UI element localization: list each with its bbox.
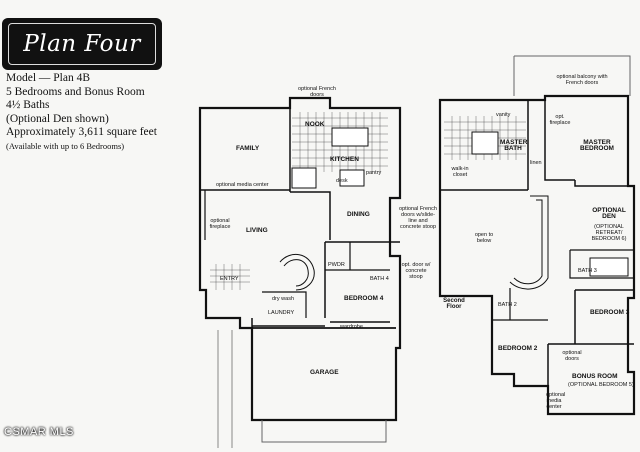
- bedrooms-line: 5 Bedrooms and Bonus Room: [6, 85, 145, 98]
- den-note: (OPTIONAL RETREAT/ BEDROOM 6): [591, 224, 627, 242]
- den-line: (Optional Den shown): [6, 112, 109, 125]
- room-dining: DINING: [347, 211, 370, 218]
- mls-watermark: CSMAR MLS: [4, 426, 74, 438]
- sqft-line: Approximately 3,611 square feet: [6, 126, 157, 138]
- note-opt-media-center: optional media center: [216, 182, 269, 188]
- room-pwdr: PWDR: [328, 262, 345, 268]
- note-opt-doors: optional doors: [562, 350, 582, 362]
- room-nook: NOOK: [305, 121, 325, 128]
- model-line: Model — Plan 4B: [6, 72, 91, 84]
- availability-line: (Available with up to 6 Bedrooms): [6, 140, 125, 151]
- plan-title-frame: Plan Four: [8, 23, 156, 65]
- room-master-bath: MASTER BATH: [500, 139, 528, 152]
- room-living: LIVING: [246, 227, 268, 234]
- room-family: FAMILY: [236, 145, 260, 152]
- room-optional-den: OPTIONAL DEN: [592, 207, 626, 220]
- linen-closet: linen: [530, 160, 542, 166]
- room-bedroom-2: BEDROOM 2: [498, 345, 538, 352]
- room-bath-4: BATH 4: [370, 276, 389, 282]
- note-opt-fireplace-2: opt. fireplace: [549, 114, 571, 126]
- note-opt-door-stoop: opt. door w/ concrete stoop: [401, 262, 431, 280]
- bedroom4-wardrobe: wardrobe: [340, 324, 363, 330]
- laundry-dry-wash: dry wash: [272, 296, 295, 302]
- note-opt-media: optional media center: [546, 392, 566, 410]
- plan-title-badge: Plan Four: [2, 18, 162, 70]
- room-master-bedroom: MASTER BEDROOM: [580, 139, 614, 152]
- room-garage: GARAGE: [310, 369, 339, 376]
- room-bath-3: BATH 3: [578, 268, 597, 274]
- note-opt-french-doors-stoop: optional French doors w/slide-line and c…: [399, 206, 437, 230]
- room-bedroom-4: BEDROOM 4: [344, 295, 384, 302]
- kitchen-island: [331, 127, 369, 147]
- walk-in-closet: walk-in closet: [451, 166, 469, 178]
- master-tub: [471, 131, 499, 155]
- note-opt-fireplace: optional fireplace: [209, 218, 231, 230]
- room-bath-2: BATH 2: [498, 302, 517, 308]
- baths-line: 4½ Baths: [6, 99, 50, 111]
- kitchen-pantry: pantry: [366, 170, 382, 176]
- kitchen-desk: desk: [336, 178, 348, 184]
- second-floor-outline: [438, 94, 636, 416]
- open-to-below: open to below: [474, 232, 494, 244]
- room-laundry: LAUNDRY: [268, 310, 295, 316]
- room-bedroom-3: BEDROOM 3: [590, 309, 630, 316]
- note-opt-french-doors: optional French doors: [298, 86, 336, 98]
- bonus-note: (OPTIONAL BEDROOM 5): [568, 382, 634, 388]
- room-kitchen: KITCHEN: [330, 156, 359, 163]
- room-bonus: BONUS ROOM: [572, 373, 618, 380]
- first-floor-outline: [198, 96, 402, 422]
- plan-title: Plan Four: [23, 31, 141, 57]
- master-vanity: vanity: [496, 112, 511, 118]
- note-opt-balcony: optional balcony with French doors: [556, 74, 608, 86]
- room-entry: ENTRY: [220, 276, 239, 282]
- plan-info: Model — Plan 4B 5 Bedrooms and Bonus Roo…: [6, 72, 196, 153]
- second-floor-label: Second Floor: [443, 298, 465, 310]
